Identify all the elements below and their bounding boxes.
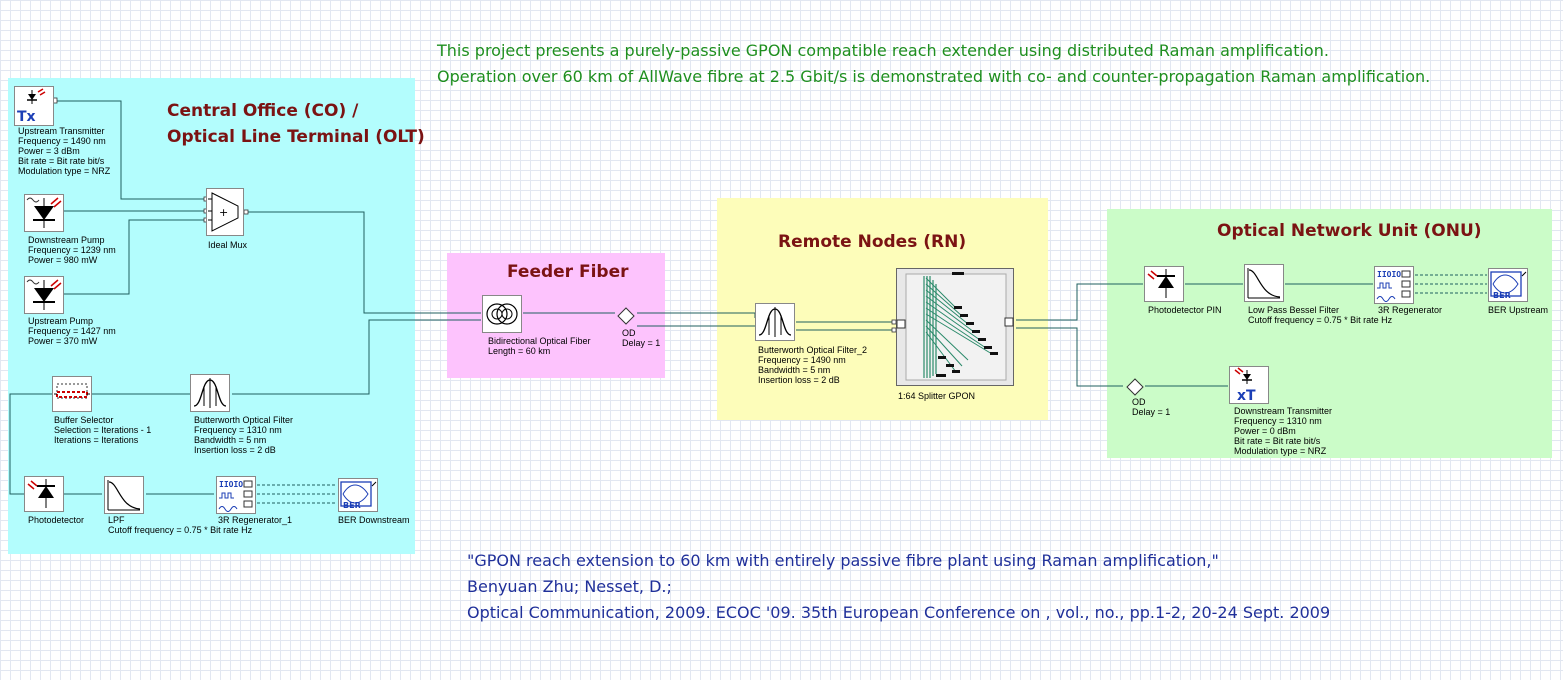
splitter-gpon-label: 1:64 Splitter GPON (898, 391, 976, 401)
mux-icon: + (206, 188, 244, 236)
optical-delay-onu[interactable] (1124, 376, 1146, 398)
pump-laser-icon (24, 194, 64, 232)
ber-downstream[interactable]: BER (338, 478, 378, 512)
upstream-pump-label: Upstream Pump Frequency = 1427 nm Power … (28, 316, 116, 346)
ber-downstream-label: BER Downstream (338, 515, 410, 525)
optical-filter-icon (190, 374, 230, 412)
ideal-mux[interactable]: + (206, 188, 244, 236)
regenerator-1[interactable]: IIOIO (216, 476, 256, 514)
optical-delay-icon (1126, 378, 1144, 396)
svg-text:IIOIO: IIOIO (219, 480, 243, 489)
low-pass-bessel-filter[interactable] (1244, 264, 1284, 302)
lpf-label: LPF Cutoff frequency = 0.75 * Bit rate H… (108, 515, 253, 535)
butterworth-optical-filter-2-label: Butterworth Optical Filter_2 Frequency =… (758, 345, 868, 385)
onu-region (1107, 209, 1552, 458)
photodetector-icon (24, 476, 64, 512)
laser-transmitter-icon: xT (1229, 366, 1269, 404)
bidirectional-optical-fiber-label: Bidirectional Optical Fiber Length = 60 … (488, 336, 591, 356)
reference-title: "GPON reach extension to 60 km with enti… (467, 551, 1219, 570)
regenerator-icon: IIOIO (1374, 266, 1414, 304)
splitter-icon (896, 268, 1014, 386)
wire-fiber-to-olt-filter (232, 319, 481, 395)
svg-text:BER: BER (1493, 291, 1511, 300)
downstream-pump-label: Downstream Pump Frequency = 1239 nm Powe… (28, 235, 116, 265)
buffer-selector-label: Buffer Selector Selection = Iterations -… (54, 415, 152, 445)
wire-upstream-tx-to-mux (56, 100, 205, 200)
upstream-transmitter-label: Upstream Transmitter Frequency = 1490 nm… (18, 126, 111, 176)
photodetector-pin-label: Photodetector PIN (1148, 305, 1222, 315)
photodetector-icon (1144, 266, 1184, 302)
upstream-transmitter[interactable]: Tx (14, 86, 54, 126)
wire-upstream-pump-to-mux (64, 219, 205, 295)
olt-title-line1: Central Office (CO) / (167, 101, 359, 121)
downstream-transmitter[interactable]: xT (1229, 366, 1269, 404)
wire-mux-to-fiber (245, 211, 481, 314)
low-pass-filter-icon (104, 476, 144, 514)
optical-delay-feeder[interactable] (615, 305, 637, 327)
wire-od-to-rn-filter (637, 312, 756, 318)
photodetector[interactable] (24, 476, 64, 512)
photodetector-label: Photodetector (28, 515, 85, 525)
project-description-line2: Operation over 60 km of AllWave fibre at… (437, 67, 1431, 86)
optical-delay-onu-label: OD Delay = 1 (1132, 397, 1171, 417)
photodetector-pin[interactable] (1144, 266, 1184, 302)
low-pass-filter-icon (1244, 264, 1284, 302)
ber-upstream-label: BER Upstream (1488, 305, 1549, 315)
olt-region (8, 78, 415, 554)
downstream-pump[interactable] (24, 194, 64, 232)
optical-filter-icon (755, 303, 795, 341)
ber-analyzer-icon: BER (1488, 268, 1528, 302)
butterworth-optical-filter[interactable] (190, 374, 230, 412)
splitter-gpon[interactable] (896, 268, 1014, 386)
pump-laser-icon (24, 276, 64, 314)
wire-onu-od-to-splitter (1016, 327, 1123, 387)
olt-title-line2: Optical Line Terminal (OLT) (167, 127, 425, 147)
project-description-line1: This project presents a purely-passive G… (437, 41, 1329, 60)
ber-upstream[interactable]: BER (1488, 268, 1528, 302)
optical-delay-icon (617, 307, 635, 325)
optical-delay-feeder-label: OD Delay = 1 (622, 328, 661, 348)
ideal-mux-label: Ideal Mux (208, 240, 248, 250)
ber-analyzer-icon: BER (338, 478, 378, 512)
regenerator-1-label: 3R Regenerator_1 (218, 515, 293, 525)
reference-authors: Benyuan Zhu; Nesset, D.; (467, 577, 672, 596)
svg-text:Tx: Tx (17, 109, 36, 125)
reference-venue: Optical Communication, 2009. ECOC '09. 3… (467, 603, 1331, 622)
regenerator-icon: IIOIO (216, 476, 256, 514)
lpf[interactable] (104, 476, 144, 514)
wire-buffer-to-photodetector (9, 393, 52, 495)
regenerator-onu[interactable]: IIOIO (1374, 266, 1414, 304)
rn-title: Remote Nodes (RN) (778, 232, 967, 252)
downstream-transmitter-label: Downstream Transmitter Frequency = 1310 … (1234, 406, 1333, 456)
feeder-title: Feeder Fiber (507, 262, 629, 282)
buffer-selector-icon (52, 376, 92, 412)
buffer-selector[interactable] (52, 376, 92, 412)
svg-text:BER: BER (343, 501, 361, 510)
svg-text:+: + (219, 206, 228, 219)
onu-title: Optical Network Unit (ONU) (1217, 221, 1482, 241)
low-pass-bessel-filter-label: Low Pass Bessel Filter Cutoff frequency … (1248, 305, 1393, 325)
regenerator-onu-label: 3R Regenerator (1378, 305, 1443, 315)
fiber-spool-icon (482, 295, 522, 333)
butterworth-optical-filter-label: Butterworth Optical Filter Frequency = 1… (194, 415, 294, 455)
wire-splitter-to-onu-pd (1016, 283, 1143, 321)
laser-transmitter-icon: Tx (14, 86, 54, 126)
svg-text:IIOIO: IIOIO (1377, 270, 1401, 279)
bidirectional-optical-fiber[interactable] (482, 295, 522, 333)
svg-text:xT: xT (1237, 388, 1256, 404)
butterworth-optical-filter-2[interactable] (755, 303, 795, 341)
upstream-pump[interactable] (24, 276, 64, 314)
